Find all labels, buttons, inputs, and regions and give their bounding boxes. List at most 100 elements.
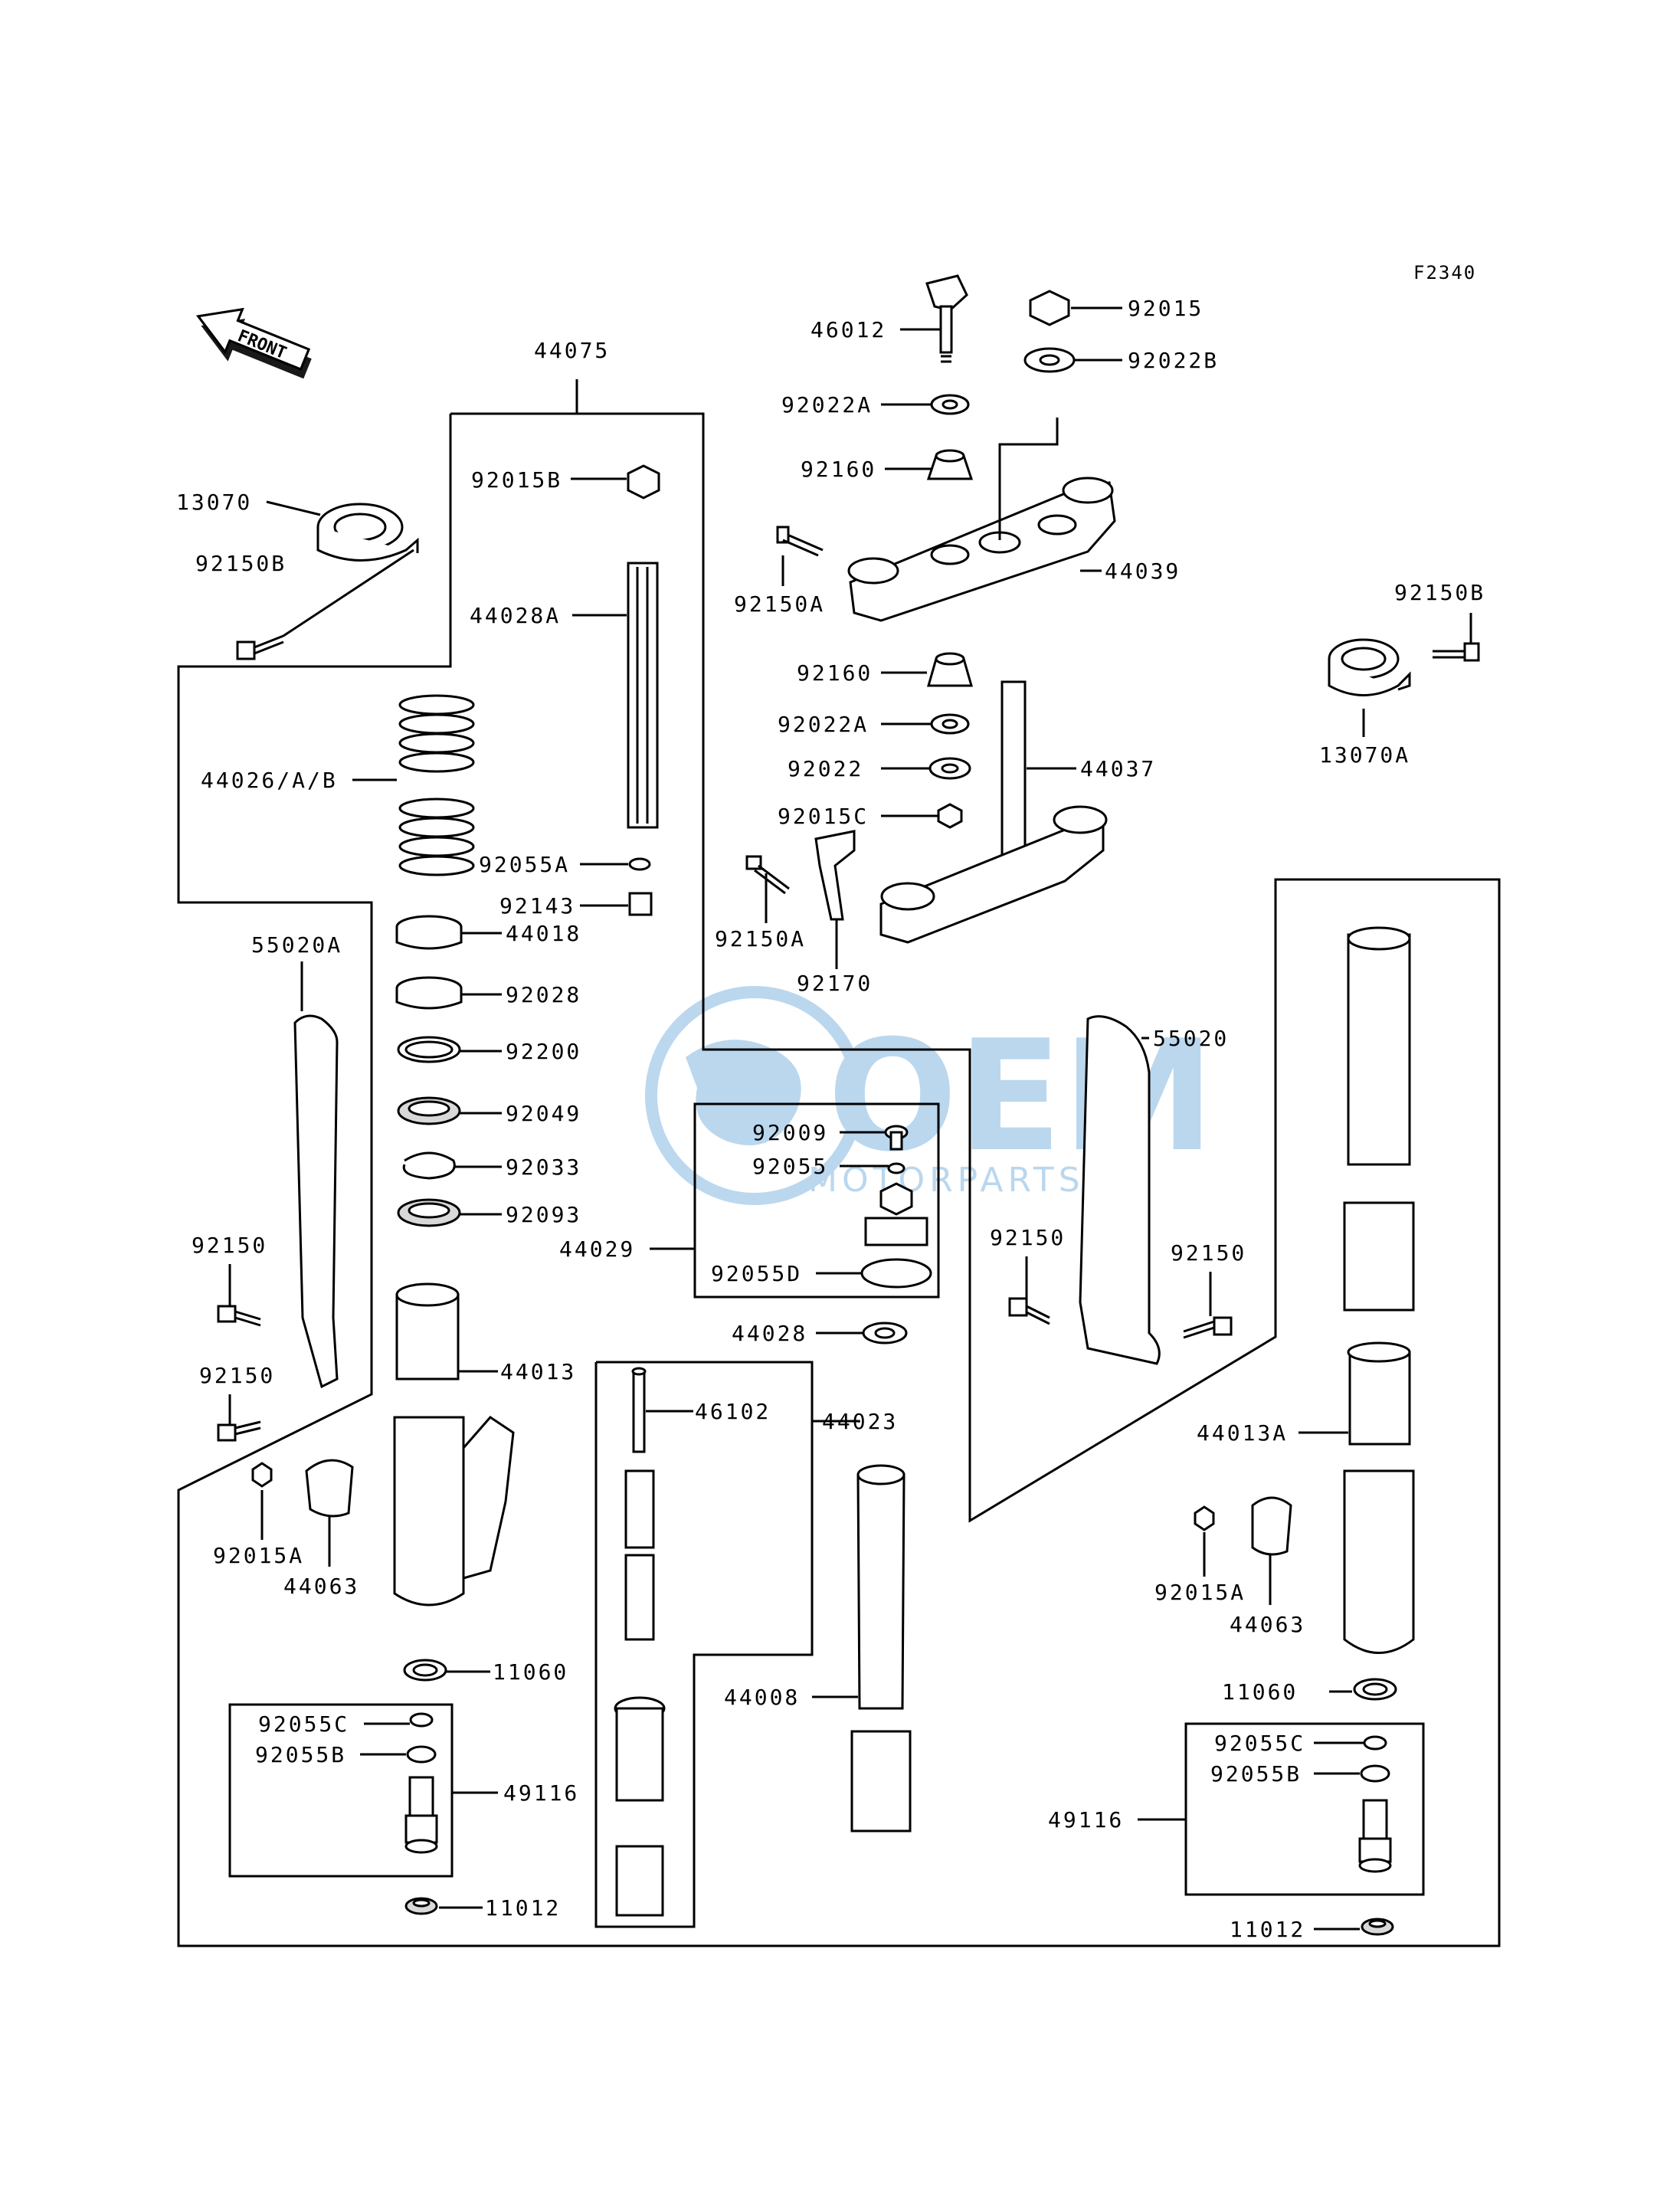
part-label: 44008 [724, 1685, 800, 1710]
part-label: 44026/A/B [201, 768, 338, 793]
92028-bushing-icon [395, 976, 463, 1010]
92022B-washer-icon [1023, 347, 1076, 373]
92033-circlip-icon [402, 1151, 456, 1180]
46012-part-icon [925, 274, 968, 363]
part-label: 44028 [732, 1321, 807, 1346]
44029-cap-icon [864, 1182, 928, 1246]
part-label: 44063 [1230, 1612, 1305, 1637]
diagram-code: F2340 [1413, 262, 1476, 283]
part-label: 13070 [176, 490, 252, 515]
92022A-washer-icon-2 [930, 713, 970, 735]
92022A-washer-icon [930, 394, 970, 415]
part-label: 92015A [1154, 1580, 1246, 1605]
49116-valve-icon-2 [1358, 1799, 1392, 1873]
part-label: 92150A [734, 591, 825, 617]
part-label: 92150B [195, 551, 287, 576]
92143-collar-icon [628, 892, 653, 916]
92150-bolt-icon-1 [217, 1305, 261, 1327]
44023-cartridge-icon [614, 1469, 666, 1917]
part-label: 92055B [1210, 1761, 1302, 1787]
44039-upper-bracket-icon [847, 477, 1116, 622]
part-label: 92150 [199, 1363, 275, 1388]
44037-stem-bracket-icon [879, 680, 1108, 944]
part-label: 92150 [1171, 1240, 1246, 1266]
part-label: 92033 [506, 1155, 581, 1180]
13070-clamp-icon [316, 503, 419, 562]
11012-nut-icon [404, 1897, 438, 1915]
assembly-frame [177, 379, 1501, 1947]
part-label: 13070A [1319, 742, 1410, 768]
part-label: 44037 [1080, 756, 1156, 781]
92055B-oring-icon-2 [1360, 1764, 1390, 1783]
92022-washer-icon [928, 757, 971, 780]
11012-nut-icon-2 [1361, 1918, 1394, 1936]
92150B-bolt-icon [1433, 642, 1480, 662]
part-label: 44023 [822, 1409, 898, 1434]
part-label: 92028 [506, 982, 581, 1007]
part-label: 92022B [1128, 348, 1219, 373]
44013A-outer-tube-icon [1343, 926, 1415, 1654]
part-label: 92160 [801, 457, 876, 482]
part-label: 92200 [506, 1039, 581, 1064]
92055A-oring-icon [628, 857, 651, 871]
44008-inner-tube-icon [850, 1464, 912, 1833]
92055-oring-icon [887, 1162, 905, 1174]
part-label: 92150A [715, 926, 806, 951]
part-label: 44018 [506, 921, 581, 946]
part-label: 92170 [797, 971, 873, 996]
part-label: 92015C [778, 804, 869, 829]
part-label: 92055B [255, 1742, 346, 1767]
part-label: 92150 [990, 1225, 1066, 1250]
49116-valve-icon [404, 1776, 438, 1854]
92015C-nut-icon [937, 803, 963, 829]
part-label: 92143 [499, 893, 575, 919]
part-label: 11012 [1230, 1917, 1305, 1942]
11060-gasket-icon-2 [1353, 1678, 1397, 1701]
11060-gasket-icon [403, 1659, 447, 1682]
92150A-bolt-icon [776, 526, 824, 557]
92055C-oring-icon [409, 1712, 434, 1728]
55020-guard-icon [1079, 1015, 1161, 1365]
part-label: 92015A [213, 1543, 304, 1568]
92150-bolt-icon-2 [217, 1420, 261, 1442]
92015A-nut-icon [251, 1462, 273, 1488]
part-label: 92009 [752, 1120, 828, 1145]
92049-seal-icon [397, 1096, 461, 1125]
44026-spring-icon [398, 694, 475, 876]
part-label: 49116 [503, 1780, 579, 1806]
part-label: 92055 [752, 1154, 828, 1179]
part-label: 46012 [811, 317, 886, 342]
part-label: 92093 [506, 1202, 581, 1227]
92150-bolt-icon-4 [1183, 1316, 1233, 1339]
part-drawings [217, 274, 1480, 1936]
part-label: 92160 [797, 660, 873, 686]
part-label: 92150 [192, 1233, 267, 1258]
44028A-rod-icon [627, 562, 659, 829]
part-label: 44028A [470, 603, 561, 628]
part-label: 44013 [500, 1359, 576, 1384]
part-label: 92022A [778, 712, 869, 737]
92055D-oring-icon [860, 1258, 932, 1289]
92055C-oring-icon-2 [1363, 1735, 1387, 1751]
part-label: 92055D [711, 1261, 802, 1286]
leader-lines [228, 306, 1472, 1931]
part-label: 46102 [695, 1399, 771, 1424]
part-label: 92049 [506, 1101, 581, 1126]
part-label: 92055C [1214, 1731, 1305, 1756]
front-arrow-icon: FRONT [196, 307, 312, 379]
part-label: 92022A [781, 392, 873, 418]
92015-nut-icon [1029, 290, 1070, 326]
92200-washer-icon [397, 1036, 461, 1063]
92015B-nut-icon [627, 464, 660, 499]
part-label: 11060 [493, 1659, 568, 1685]
44063-holder-icon-2 [1251, 1496, 1292, 1556]
part-label: 44063 [283, 1574, 359, 1599]
part-label: 55020 [1153, 1026, 1229, 1051]
part-label: 92150B [1394, 580, 1485, 605]
44063-holder-icon [305, 1459, 354, 1518]
13070A-clamp-icon [1328, 638, 1411, 696]
part-label: 11012 [485, 1895, 561, 1921]
part-label: 49116 [1048, 1807, 1124, 1833]
part-label: 44029 [559, 1236, 635, 1262]
